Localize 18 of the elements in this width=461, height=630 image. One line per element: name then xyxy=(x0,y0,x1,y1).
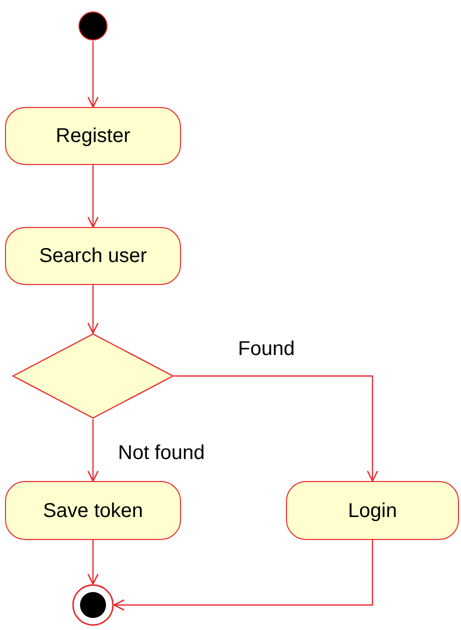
activity-label: Register xyxy=(56,124,130,149)
arrow xyxy=(87,41,99,108)
start-node xyxy=(78,11,108,41)
activity-box xyxy=(286,481,459,540)
end-node xyxy=(72,584,114,626)
arrow xyxy=(87,419,99,482)
arrow xyxy=(113,540,374,611)
activity-box xyxy=(5,107,181,165)
activity-box xyxy=(5,227,181,285)
arrow xyxy=(87,540,99,585)
activity-box xyxy=(5,481,181,540)
activity-label: Save token xyxy=(42,498,144,524)
activity-label: Login xyxy=(348,498,397,524)
decision-diamond xyxy=(12,333,174,419)
activity-label: Search user xyxy=(39,244,147,269)
arrow xyxy=(87,165,99,228)
arrow xyxy=(87,285,99,334)
arrow xyxy=(174,375,378,482)
